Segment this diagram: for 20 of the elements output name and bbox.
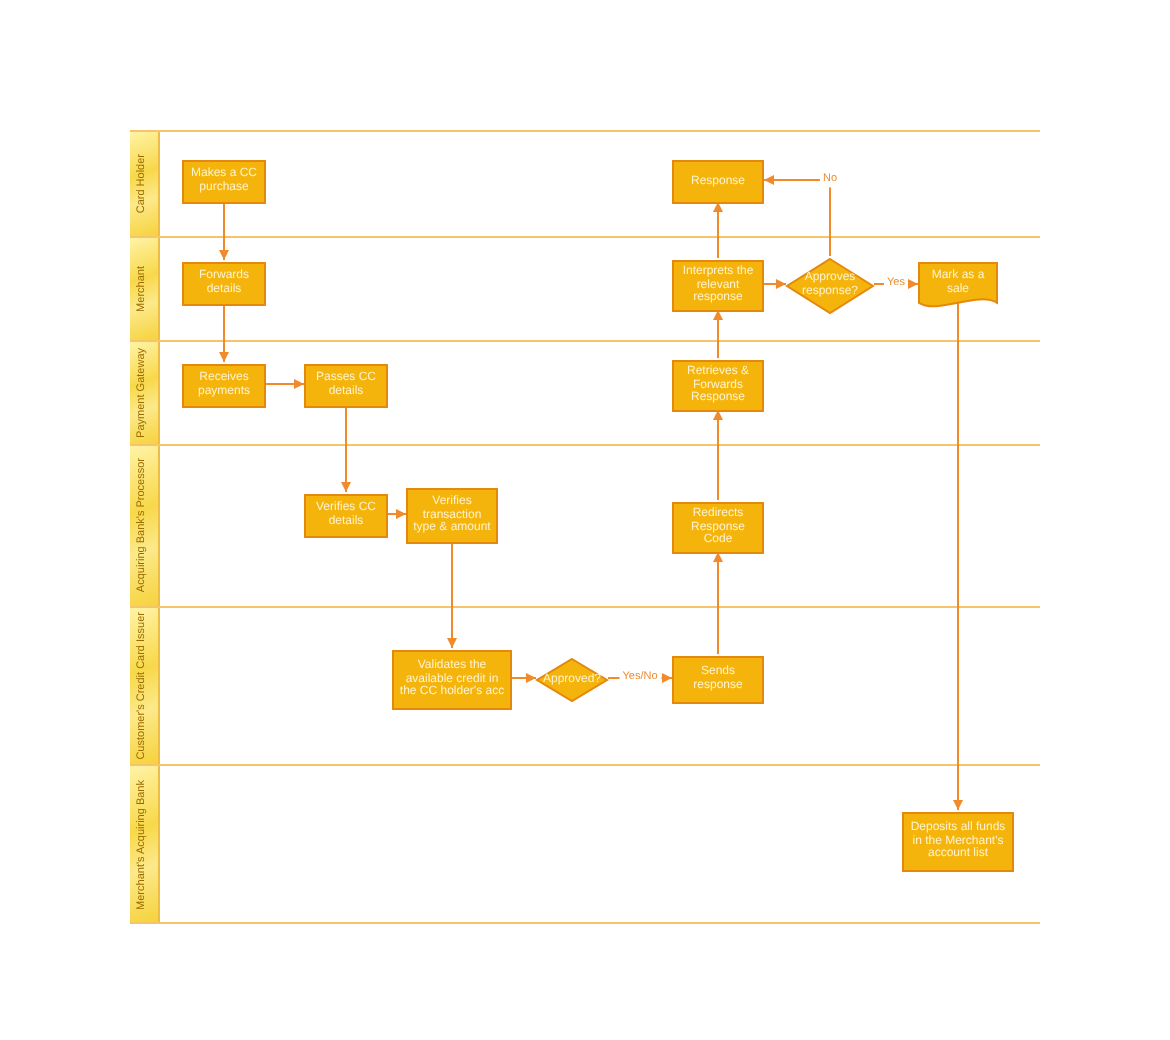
arrow xyxy=(387,509,407,519)
arrow xyxy=(953,299,963,811)
swimlane xyxy=(130,764,1040,924)
arrow xyxy=(713,309,723,359)
arrow xyxy=(763,279,787,289)
swimlane xyxy=(130,444,1040,606)
arrow xyxy=(219,303,229,363)
swimlane xyxy=(130,606,1040,764)
arrow xyxy=(713,201,723,259)
swimlane xyxy=(130,130,1040,236)
arrow xyxy=(713,409,723,501)
arrow xyxy=(511,673,537,683)
arrow xyxy=(447,541,457,649)
arrow xyxy=(265,379,305,389)
swimlane xyxy=(130,340,1040,444)
arrow xyxy=(341,405,351,493)
arrow xyxy=(763,175,831,257)
arrow xyxy=(219,201,229,261)
arrow xyxy=(713,551,723,655)
swimlane xyxy=(130,236,1040,340)
